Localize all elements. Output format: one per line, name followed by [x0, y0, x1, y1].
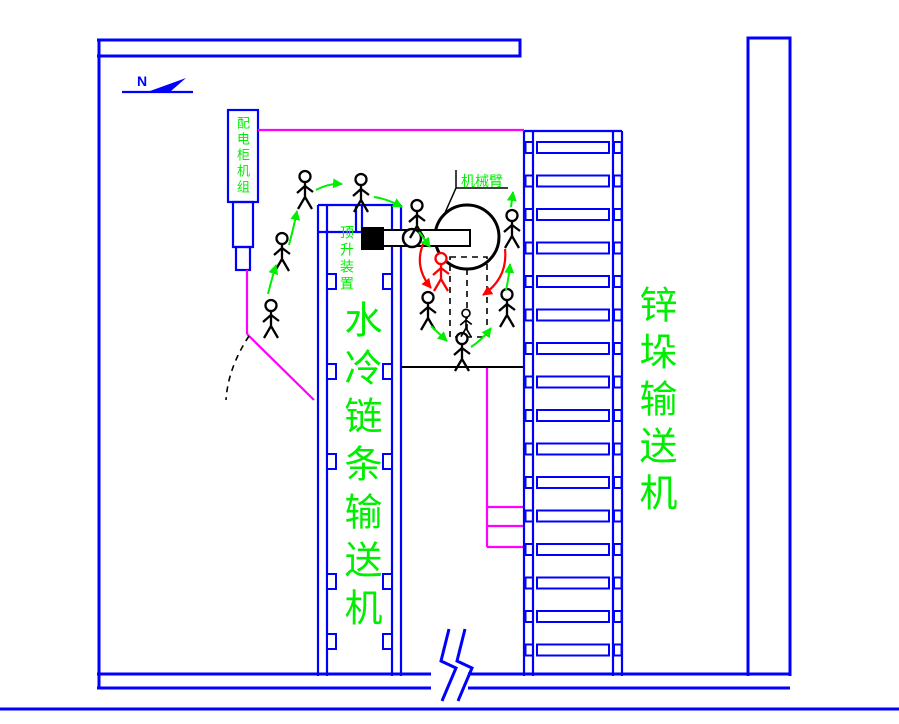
top-wall — [97, 38, 522, 58]
magenta-partition-lines — [245, 128, 524, 549]
robot-arm-leader-line — [443, 170, 508, 216]
break-zigzag-right — [455, 628, 474, 702]
flow-arrow — [470, 327, 492, 348]
north-arrow-icon — [122, 78, 193, 94]
label-robot-arm: 机械臂 — [461, 173, 503, 189]
flow-arrow — [418, 231, 431, 248]
building-walls — [0, 36, 899, 711]
rotation-arrow-left — [418, 241, 432, 289]
label-water-cooled-chain-conveyor: 水冷链条输送机 — [338, 300, 380, 636]
flow-arrow — [504, 263, 515, 291]
flow-arrow — [288, 210, 301, 246]
zinc-conveyor-rungs — [524, 141, 623, 657]
flow-arrow — [315, 178, 343, 191]
drop-zone-dashed — [449, 256, 488, 338]
worker-figure — [261, 298, 281, 340]
flow-arrow — [506, 191, 517, 208]
rotation-arrow-right — [482, 248, 507, 296]
flow-arrow — [267, 264, 279, 295]
north-label: N — [137, 73, 148, 89]
power-cabinet-outline — [226, 108, 260, 272]
label-zinc-stack-conveyor: 锌垛输送机 — [633, 285, 675, 520]
label-power-cabinet: 配电柜机组 — [235, 116, 250, 196]
water-cooled-conveyor-structure — [316, 203, 403, 676]
flow-arrow — [373, 196, 403, 208]
worker-figure-red — [431, 251, 451, 293]
worker-figure — [418, 290, 438, 332]
conveyor-carrier-blocks — [326, 273, 393, 650]
flow-arrow — [430, 325, 448, 342]
robot-arm-counterweight — [361, 227, 384, 250]
worker-figure — [502, 208, 522, 250]
right-wall-column — [746, 36, 792, 676]
flow-arrows — [267, 178, 517, 348]
worker-figure — [497, 287, 517, 329]
robot-arm-joint — [401, 227, 423, 249]
worker-figure — [295, 169, 315, 211]
zinc-conveyor-structure — [522, 129, 624, 676]
door-swing-arc — [225, 335, 250, 401]
bottom-wall — [97, 672, 790, 690]
worker-figure — [452, 331, 472, 373]
break-zigzag-left — [439, 628, 458, 702]
label-jacking-device: 顶升装置 — [339, 225, 355, 293]
